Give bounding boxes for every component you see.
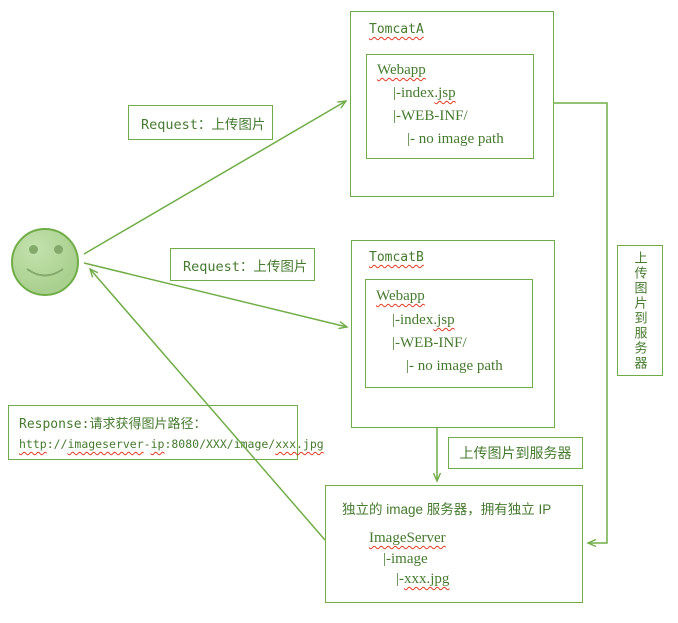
webapp-a-noimage-line: |- no image path bbox=[407, 131, 504, 147]
response-url: http://imageserver-ip:8080/XXX/image/xxx… bbox=[19, 437, 324, 451]
imageserver-title: ImageServer bbox=[369, 530, 446, 546]
imageserver-file-line: |-xxx.jpg bbox=[396, 571, 449, 588]
webapp-b-title: Webapp bbox=[376, 288, 425, 304]
webapp-a-webinf-line: |-WEB-INF/ bbox=[393, 108, 468, 124]
webapp-b-box: Webapp |-index.jsp |-WEB-INF/ |- no imag… bbox=[365, 279, 533, 388]
response-url-ip: ip bbox=[150, 437, 165, 451]
smiley-mouth-icon bbox=[26, 268, 64, 277]
tomcat-a-title: TomcatA bbox=[369, 22, 424, 37]
upload-label-horizontal-box: 上传图片到服务器 bbox=[448, 437, 583, 469]
request-b-label: Request：上传图片 bbox=[183, 258, 308, 275]
smiley-eye-icon bbox=[29, 245, 38, 254]
webapp-b-index-line: |-index.jsp bbox=[392, 312, 455, 329]
imageserver-file: xxx.jpg bbox=[404, 571, 450, 587]
tomcat-b-title: TomcatB bbox=[369, 250, 424, 265]
imageserver-caption: 独立的 image 服务器，拥有独立 IP bbox=[342, 502, 552, 517]
smiley-user-icon bbox=[11, 228, 79, 296]
webapp-b-index-prefix: |-index bbox=[392, 312, 434, 328]
smiley-eye-icon bbox=[54, 245, 63, 254]
webapp-a-index-prefix: |-index bbox=[393, 85, 435, 101]
imageserver-file-prefix: |- bbox=[396, 571, 404, 587]
request-a-label-box: Request：上传图片 bbox=[128, 105, 273, 140]
response-line1: Response:请求获得图片路径： bbox=[19, 417, 207, 432]
webapp-a-index-ext: .jsp bbox=[434, 85, 456, 101]
upload-label-horizontal: 上传图片到服务器 bbox=[459, 445, 572, 461]
imageserver-box: 独立的 image 服务器，拥有独立 IP ImageServer |-imag… bbox=[325, 485, 583, 603]
response-url-path: :8080/XXX/image/ bbox=[164, 437, 276, 451]
webapp-a-box: Webapp |-index.jsp |-WEB-INF/ |- no imag… bbox=[366, 54, 534, 159]
webapp-a-index-line: |-index.jsp bbox=[393, 85, 456, 102]
response-url-sep2: - bbox=[143, 437, 151, 451]
arrow-tomcat-a-to-imageserver-connector bbox=[554, 102, 608, 548]
upload-label-vertical-box: 上传图片到服务器 bbox=[617, 245, 663, 376]
tomcat-a-box: TomcatA Webapp |-index.jsp |-WEB-INF/ |-… bbox=[350, 11, 554, 197]
imageserver-image-dir: |-image bbox=[383, 551, 428, 567]
response-url-file: xxx.jpg bbox=[275, 437, 324, 451]
request-b-label-box: Request：上传图片 bbox=[170, 248, 315, 281]
webapp-b-index-ext: .jsp bbox=[433, 312, 455, 328]
request-a-label: Request：上传图片 bbox=[141, 116, 266, 133]
webapp-b-webinf-line: |-WEB-INF/ bbox=[392, 335, 467, 351]
response-url-http: http bbox=[19, 437, 47, 451]
response-url-sep1: :// bbox=[46, 437, 68, 451]
tomcat-b-box: TomcatB Webapp |-index.jsp |-WEB-INF/ |-… bbox=[351, 240, 555, 428]
webapp-a-title: Webapp bbox=[377, 62, 426, 78]
response-url-host: imageserver bbox=[67, 437, 144, 451]
upload-label-vertical: 上传图片到服务器 bbox=[632, 250, 648, 371]
webapp-b-noimage-line: |- no image path bbox=[406, 358, 503, 374]
response-box: Response:请求获得图片路径： http://imageserver-ip… bbox=[8, 405, 324, 460]
